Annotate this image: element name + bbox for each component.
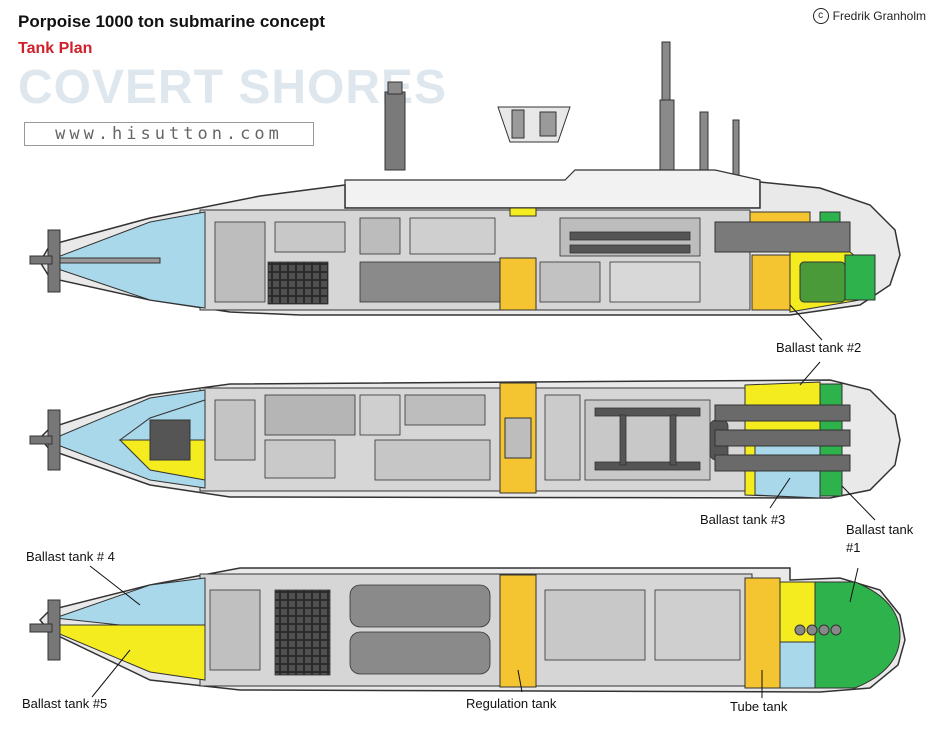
- label-ballast-tank-4: Ballast tank # 4: [26, 549, 115, 564]
- bottom-ballast-4: [54, 577, 206, 626]
- bottom-regulation-tank: [499, 574, 537, 688]
- sail-casing: [344, 169, 761, 209]
- author-credit: c Fredrik Granholm: [812, 8, 926, 24]
- bottom-ballast-5: [54, 624, 206, 681]
- side-ballast-1: [844, 254, 876, 301]
- diagram-title: Porpoise 1000 ton submarine concept: [18, 12, 326, 31]
- website-watermark: www.hisutton.com: [24, 122, 314, 146]
- sail-masts: [384, 41, 740, 181]
- label-ballast-tank-5: Ballast tank #5: [22, 696, 108, 711]
- diagram-subtitle: Tank Plan: [18, 40, 93, 57]
- bottom-equipment: [209, 584, 741, 676]
- side-regulation-trim: [509, 207, 537, 217]
- label-ballast-tank-3: Ballast tank #3: [700, 512, 786, 527]
- bottom-tube-nest: [794, 624, 842, 636]
- middle-plan-view: [29, 379, 901, 499]
- author-name: Fredrik Granholm: [832, 9, 926, 23]
- side-regulation-tank: [499, 257, 537, 311]
- bottom-tube-tank: [744, 577, 781, 689]
- side-elevation-view: [29, 41, 901, 316]
- side-torpedo-tubes: [714, 221, 851, 253]
- side-tube-tank: [751, 254, 791, 311]
- label-leader-lines: [89, 304, 876, 698]
- copyright-icon: c: [812, 8, 829, 24]
- side-propeller: [29, 229, 161, 293]
- label-ballast-tank-2: Ballast tank #2: [776, 340, 862, 355]
- label-regulation-tank: Regulation tank: [466, 696, 557, 711]
- label-ballast-tank-1-line2: #1: [846, 540, 861, 555]
- bottom-ballast-3: [779, 641, 816, 689]
- bottom-plan-view: [29, 567, 906, 693]
- side-equipment: [214, 217, 701, 305]
- label-tube-tank: Tube tank: [730, 699, 788, 714]
- bottom-propeller: [29, 599, 61, 661]
- middle-equipment: [214, 394, 729, 481]
- brand-watermark: COVERT SHORES: [18, 61, 448, 114]
- middle-propeller: [29, 409, 191, 471]
- bottom-ballast-1: [814, 581, 901, 689]
- middle-torpedo-tubes: [714, 404, 851, 472]
- label-ballast-tank-1-line1: Ballast tank: [846, 522, 914, 537]
